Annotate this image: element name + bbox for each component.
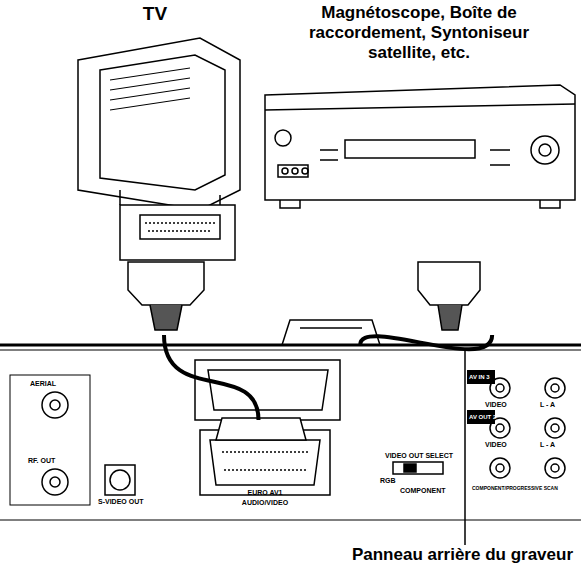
panel-label: RGB bbox=[380, 477, 396, 485]
panel-label: VIDEO bbox=[485, 401, 507, 409]
panel-label: COMPONENT/PROGRESSIVE SCAN bbox=[472, 484, 558, 492]
panel-label: AERIAL bbox=[30, 380, 56, 388]
panel-label: AV IN 3 bbox=[469, 373, 490, 381]
panel-label: RF. OUT bbox=[28, 457, 55, 465]
rear-panel: Panneau arrière du graveur EURO AV1 AUDIO… bbox=[0, 345, 581, 567]
panel-label: L - A bbox=[540, 401, 555, 409]
scart-cable bbox=[164, 335, 259, 420]
scart-socket: EURO AV1 AUDIO/VIDEO bbox=[200, 420, 330, 510]
device-label: Panneau arrière du graveur bbox=[352, 545, 573, 565]
device: TV bbox=[65, 0, 245, 335]
device-label: Magnétoscope, Boîte de raccordement, Syn… bbox=[294, 3, 544, 63]
panel-label: AV OUT 2 bbox=[469, 413, 496, 421]
panel-label: COMPONENT bbox=[400, 487, 446, 495]
device: Magnétoscope, Boîte de raccordement, Syn… bbox=[260, 0, 578, 335]
panel-label: VIDEO bbox=[485, 441, 507, 449]
device-label: TV bbox=[65, 3, 245, 25]
scart-cable bbox=[360, 335, 492, 349]
device-label: EURO AV1 AUDIO/VIDEO bbox=[235, 488, 295, 508]
panel-label: L - A bbox=[540, 441, 555, 449]
panel-label: VIDEO OUT SELECT bbox=[385, 452, 453, 460]
panel-label: S-VIDEO OUT bbox=[98, 498, 144, 506]
